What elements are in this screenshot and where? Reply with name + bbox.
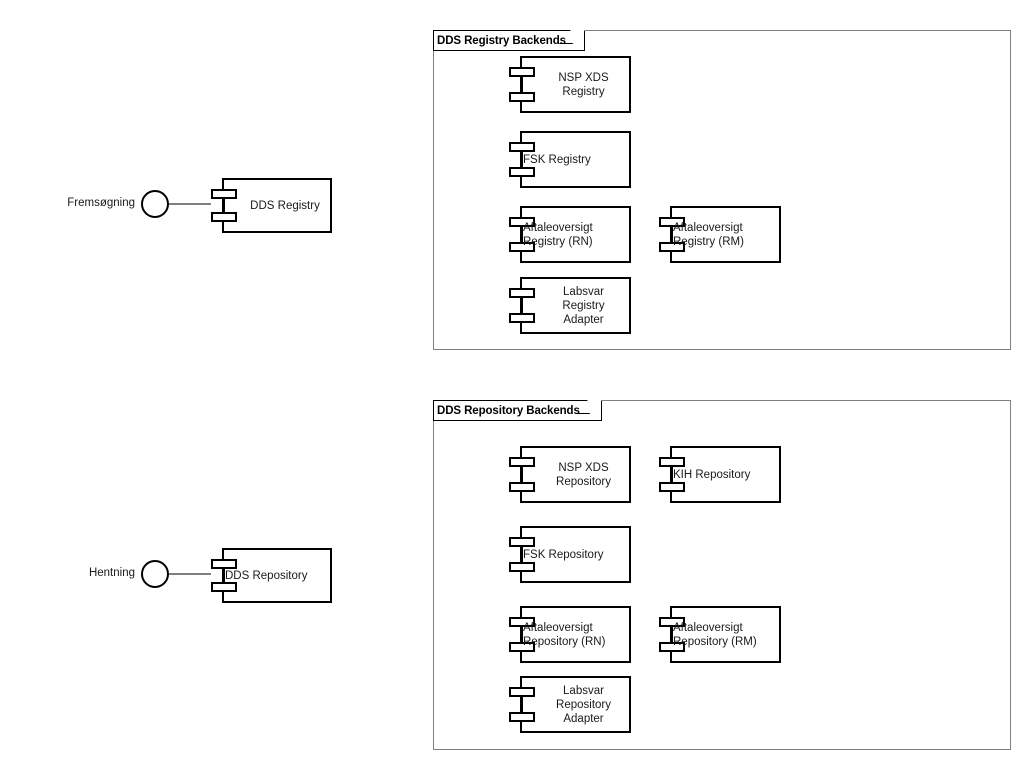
port-spine [521,296,523,315]
component-port-top[interactable] [509,288,535,298]
port-spine [223,567,225,584]
interface-label-fremsoegning: Fremsøgning [67,197,135,209]
port-spine [671,625,673,644]
interface-label-hentning: Hentning [88,567,135,579]
component-label: Labsvar Registry Adapter [562,285,605,326]
provided-interface-icon[interactable] [141,560,169,588]
port-spine [521,150,523,169]
component-nsp-xds-registry[interactable]: NSP XDS Registry [509,56,631,113]
component-label: FSK Registry [523,153,591,166]
port-spine [521,465,523,484]
component-label: Aftaleoversigt Registry (RM) [673,221,744,248]
component-aftaleoversigt-repository-rn[interactable]: Aftaleoversigt Repository (RN) [509,606,631,663]
component-port-top[interactable] [509,67,535,77]
component-fsk-repository[interactable]: FSK Repository [509,526,631,583]
component-kih-repository[interactable]: KIH Repository [659,446,781,503]
group-title-tab: DDS Repository Backends [433,400,602,421]
component-port-bottom[interactable] [509,712,535,722]
component-label: DDS Repository [225,569,308,582]
port-spine [521,545,523,564]
component-port-bottom[interactable] [509,242,535,252]
group-title-text: DDS Repository Backends [437,404,580,417]
component-port-top[interactable] [509,537,535,547]
interface-connector-line [169,203,211,205]
component-label: Aftaleoversigt Registry (RN) [523,221,593,248]
component-labsvar-registry-adapter[interactable]: Labsvar Registry Adapter [509,277,631,334]
component-port-top[interactable] [211,189,237,199]
port-spine [671,465,673,484]
component-port-bottom[interactable] [659,642,685,652]
port-spine [521,625,523,644]
component-label: NSP XDS Registry [558,71,609,98]
component-port-bottom[interactable] [659,482,685,492]
component-port-bottom[interactable] [509,92,535,102]
component-port-bottom[interactable] [509,562,535,572]
component-port-top[interactable] [659,457,685,467]
port-spine [671,225,673,244]
component-aftaleoversigt-registry-rn[interactable]: Aftaleoversigt Registry (RN) [509,206,631,263]
component-aftaleoversigt-repository-rm[interactable]: Aftaleoversigt Repository (RM) [659,606,781,663]
component-aftaleoversigt-registry-rm[interactable]: Aftaleoversigt Registry (RM) [659,206,781,263]
component-label: Aftaleoversigt Repository (RM) [673,621,757,648]
port-spine [521,695,523,714]
component-port-top[interactable] [509,217,535,227]
component-port-bottom[interactable] [509,642,535,652]
component-label: Aftaleoversigt Repository (RN) [523,621,606,648]
group-title-text: DDS Registry Backends [437,34,566,47]
component-port-top[interactable] [509,457,535,467]
component-label: FSK Repository [523,548,604,561]
component-port-top[interactable] [509,617,535,627]
component-nsp-xds-repository[interactable]: NSP XDS Repository [509,446,631,503]
component-port-top[interactable] [509,687,535,697]
component-label: KIH Repository [673,468,751,481]
component-port-bottom[interactable] [211,212,237,222]
component-label: DDS Registry [250,199,320,212]
component-port-bottom[interactable] [509,313,535,323]
component-labsvar-repository-adapter[interactable]: Labsvar Repository Adapter [509,676,631,733]
component-fsk-registry[interactable]: FSK Registry [509,131,631,188]
component-dds-repository[interactable]: DDS Repository [211,548,332,603]
group-title-tab: DDS Registry Backends [433,30,585,51]
port-spine [223,197,225,214]
interface-connector-line [169,573,211,575]
component-label: NSP XDS Repository [556,461,611,488]
provided-interface-icon[interactable] [141,190,169,218]
component-label: Labsvar Repository Adapter [556,684,611,725]
component-port-top[interactable] [211,559,237,569]
component-port-bottom[interactable] [509,482,535,492]
component-dds-registry[interactable]: DDS Registry [211,178,332,233]
component-port-top[interactable] [509,142,535,152]
component-port-bottom[interactable] [211,582,237,592]
component-port-bottom[interactable] [509,167,535,177]
port-spine [521,75,523,94]
port-spine [521,225,523,244]
component-port-top[interactable] [659,617,685,627]
component-port-top[interactable] [659,217,685,227]
component-port-bottom[interactable] [659,242,685,252]
